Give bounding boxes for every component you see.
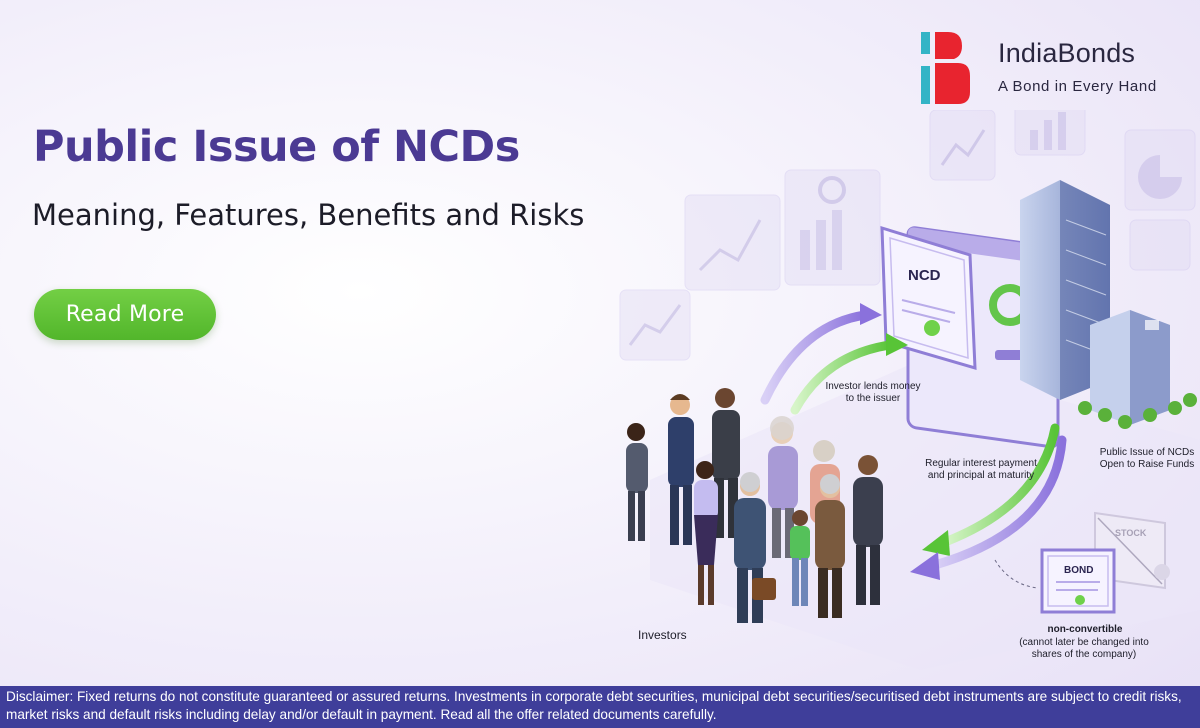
svg-text:STOCK: STOCK [1115,528,1147,538]
brand-logo[interactable]: IndiaBonds A Bond in Every Hand [918,30,1178,106]
indiabonds-logo-icon [921,32,970,104]
brand-tagline: A Bond in Every Hand [998,78,1157,95]
read-more-button[interactable]: Read More [34,289,216,340]
investor-group-icon [626,388,883,623]
page-subtitle: Meaning, Features, Benefits and Risks [32,198,585,232]
bond-certificate: BOND [994,548,1116,614]
interest-arrows [910,423,1067,580]
non-convertible-title: non-convertible [1047,624,1123,635]
lend-arrows [760,303,908,415]
ncd-illustration: NCD [619,110,1200,670]
disclaimer-bar: Disclaimer: Fixed returns do not constit… [0,686,1200,728]
background-chart-panels [619,110,1196,361]
office-building [1020,180,1197,429]
page-title: Public Issue of NCDs [33,122,520,172]
svg-text:BOND: BOND [1064,565,1093,576]
brand-name: IndiaBonds [998,38,1136,68]
ncd-certificate: NCD [880,225,977,371]
investors-caption: Investors [638,628,687,642]
svg-text:NCD: NCD [908,267,941,284]
